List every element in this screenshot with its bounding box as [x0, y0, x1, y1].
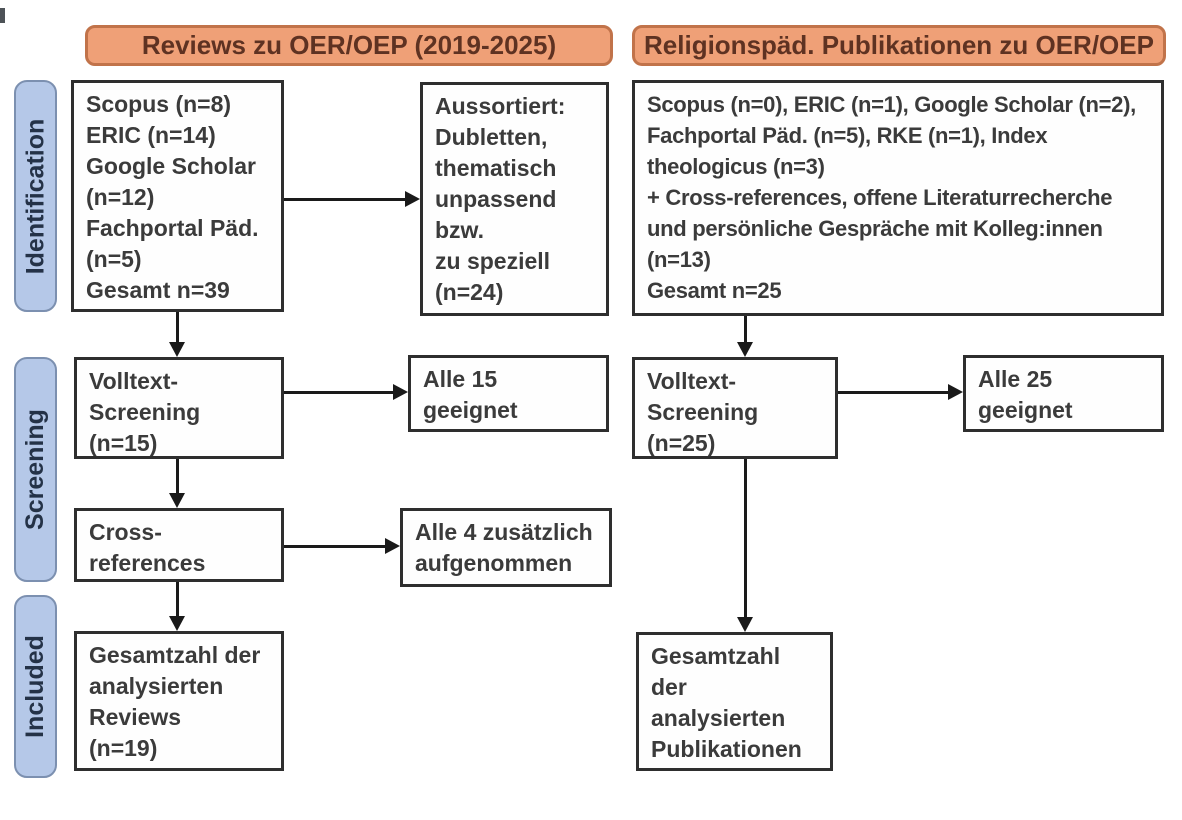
- box-left-fulltext-screening: Volltext- Screening (n=15): [74, 357, 284, 459]
- arrow-head-icon: [737, 617, 753, 632]
- box-right-fulltext-result: Alle 25 geeignet: [963, 355, 1164, 432]
- arrow-head-icon: [169, 493, 185, 508]
- header-religionspaed-publications: Religionspäd. Publikationen zu OER/OEP: [632, 25, 1166, 66]
- arrow-head-icon: [948, 384, 963, 400]
- arrow-shaft: [175, 582, 179, 619]
- scan-artifact: [0, 8, 5, 23]
- arrow-shaft: [175, 312, 179, 345]
- arrow-shaft: [284, 197, 408, 201]
- arrow-head-icon: [385, 538, 400, 554]
- arrow-shaft: [175, 459, 179, 496]
- box-left-excluded: Aussortiert: Dubletten, thematisch unpas…: [420, 82, 609, 316]
- stage-included-label: Included: [21, 635, 50, 738]
- box-left-identification-sources: Scopus (n=8) ERIC (n=14) Google Scholar …: [71, 80, 284, 312]
- arrow-head-icon: [169, 616, 185, 631]
- arrow-head-icon: [737, 342, 753, 357]
- stage-included: Included: [14, 595, 57, 778]
- arrow-shaft: [743, 459, 747, 620]
- box-left-included-total: Gesamtzahl der analysierten Reviews (n=1…: [74, 631, 284, 771]
- arrow-head-icon: [169, 342, 185, 357]
- arrow-head-icon: [405, 191, 420, 207]
- arrow-shaft: [284, 544, 388, 548]
- stage-screening-label: Screening: [21, 409, 49, 530]
- box-left-cross-references-result: Alle 4 zusätzlich aufgenommen: [400, 508, 612, 587]
- stage-identification: Identification: [14, 80, 57, 312]
- stage-screening: Screening: [14, 357, 57, 582]
- box-left-cross-references: Cross-references (n=4): [74, 508, 284, 582]
- box-right-included-total: Gesamtzahl der analysierten Publikatione…: [636, 632, 833, 771]
- arrow-head-icon: [393, 384, 408, 400]
- box-left-fulltext-result: Alle 15 geeignet: [408, 355, 609, 432]
- box-right-identification-sources: Scopus (n=0), ERIC (n=1), Google Scholar…: [632, 80, 1164, 316]
- header-reviews: Reviews zu OER/OEP (2019-2025): [85, 25, 613, 66]
- box-right-fulltext-screening: Volltext- Screening (n=25): [632, 357, 838, 459]
- arrow-shaft: [284, 390, 396, 394]
- arrow-shaft: [838, 390, 951, 394]
- stage-identification-label: Identification: [21, 118, 49, 274]
- arrow-shaft: [743, 316, 747, 345]
